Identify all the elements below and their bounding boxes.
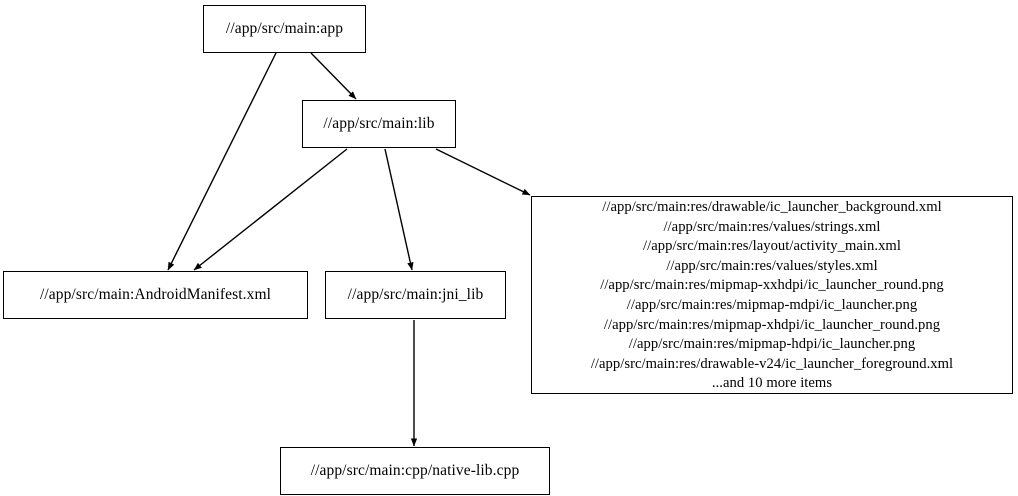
node-lib[interactable]: //app/src/main:lib: [302, 100, 456, 148]
graph-edge-app-to-manifest: [167, 52, 277, 271]
graph-edge-lib-to-jni_lib: [384, 148, 414, 271]
node-resources-line: //app/src/main:res/layout/activity_main.…: [643, 238, 901, 255]
node-resources-line: //app/src/main:res/mipmap-hdpi/ic_launch…: [628, 336, 916, 353]
node-resources-line: ...and 10 more items: [711, 375, 833, 392]
graph-edge-lib-to-resources: [435, 148, 531, 196]
node-app-label: //app/src/main:app: [225, 19, 344, 37]
node-jni-lib-label: //app/src/main:jni_lib: [347, 285, 484, 303]
node-native-lib-cpp-label: //app/src/main:cpp/native-lib.cpp: [310, 461, 520, 479]
node-jni-lib[interactable]: //app/src/main:jni_lib: [325, 271, 506, 319]
graph-edge-app-to-lib: [310, 52, 357, 100]
graph-edge-lib-to-manifest: [193, 148, 348, 271]
node-resources-line: //app/src/main:res/mipmap-mdpi/ic_launch…: [626, 297, 918, 313]
node-app[interactable]: //app/src/main:app: [203, 5, 366, 53]
node-lib-label: //app/src/main:lib: [323, 114, 435, 132]
node-resources-label-list: //app/src/main:res/drawable/ic_launcher_…: [532, 192, 1012, 398]
node-android-manifest[interactable]: //app/src/main:AndroidManifest.xml: [3, 271, 308, 319]
node-native-lib-cpp[interactable]: //app/src/main:cpp/native-lib.cpp: [280, 447, 550, 495]
node-resources-line: //app/src/main:res/mipmap-xxhdpi/ic_laun…: [600, 277, 944, 294]
node-android-manifest-label: //app/src/main:AndroidManifest.xml: [39, 285, 272, 303]
node-resources-line: //app/src/main:res/drawable/ic_launcher_…: [602, 199, 942, 216]
node-resources[interactable]: //app/src/main:res/drawable/ic_launcher_…: [531, 196, 1013, 394]
node-resources-line: //app/src/main:res/values/styles.xml: [666, 257, 878, 274]
node-resources-line: //app/src/main:res/values/strings.xml: [663, 218, 881, 235]
node-resources-line: //app/src/main:res/mipmap-xhdpi/ic_launc…: [603, 316, 941, 333]
node-resources-line: //app/src/main:res/drawable-v24/ic_launc…: [590, 355, 954, 372]
